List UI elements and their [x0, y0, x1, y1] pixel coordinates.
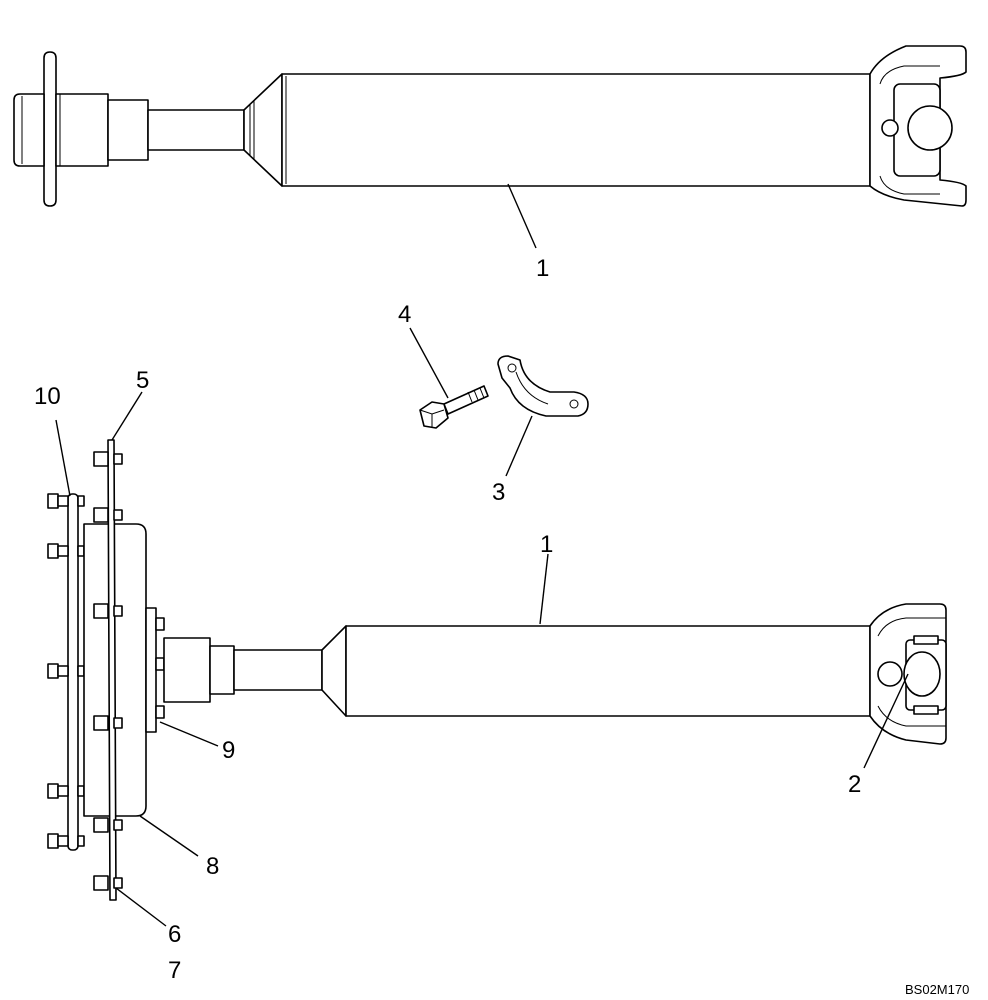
bottom-drive-shaft-assembly [47, 391, 947, 927]
callout-3: 3 [492, 479, 505, 506]
callout-8: 8 [206, 853, 219, 880]
callout-10: 10 [34, 383, 61, 410]
callout-5: 5 [136, 367, 149, 394]
callout-4: 4 [398, 301, 411, 328]
figure-id: BS02M170 [905, 982, 969, 997]
callout-7: 7 [168, 957, 181, 984]
callout-9: 9 [222, 737, 235, 764]
callout-6: 6 [168, 921, 181, 948]
callout-1-top: 1 [536, 255, 549, 282]
top-drive-shaft [13, 45, 967, 249]
callout-1-bottom: 1 [540, 531, 553, 558]
bolt-item-4 [409, 327, 489, 429]
clamp-item-3 [497, 355, 589, 477]
callout-2: 2 [848, 771, 861, 798]
